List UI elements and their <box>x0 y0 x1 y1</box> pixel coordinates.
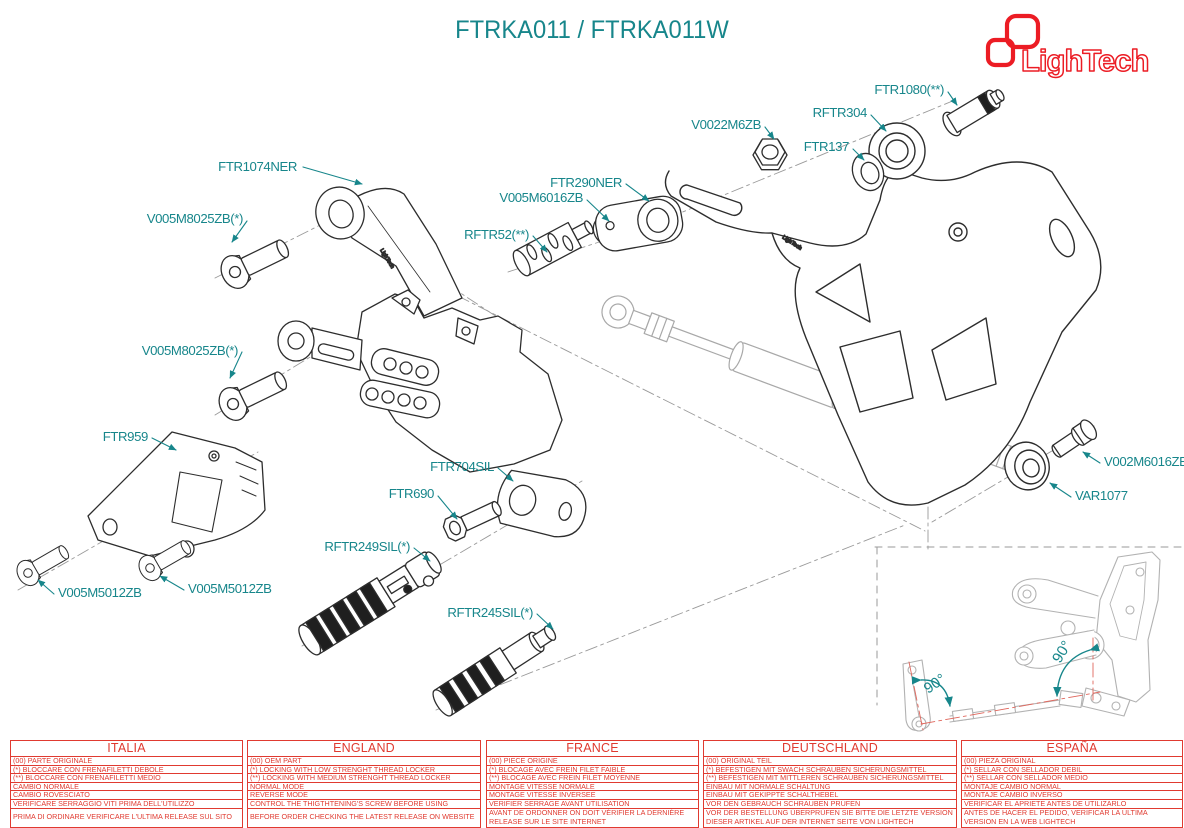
legend-row: REVERSE MODE <box>248 791 480 800</box>
legend-column-england: ENGLAND (00) OEM PART (*) LOCKING WITH L… <box>247 740 481 828</box>
legend-row: NORMAL MODE <box>248 783 480 792</box>
legend-header: DEUTSCHLAND <box>704 741 956 757</box>
legend-row: CAMBIO ROVESCIATO <box>11 791 242 800</box>
screw-v005m8025zb-top <box>215 230 295 294</box>
legend-row: ANTES DE HACER EL PEDIDO, VERIFICAR LA U… <box>964 807 1148 826</box>
legend-row: VERIFIER SERRAGE AVANT UTILISATION <box>487 800 698 809</box>
legend-header: ESPAÑA <box>962 741 1182 757</box>
legend-row: EINBAU MIT GEKIPPTE SCHALTHEBEL <box>704 791 956 800</box>
legend-row: (00) ORIGINAL TEIL <box>704 757 956 766</box>
screw-v005m8025zb-bottom <box>213 362 293 426</box>
part-label-ftr959: FTR959 <box>103 429 148 444</box>
legend-row: (00) PARTE ORIGINALE <box>11 757 242 766</box>
legend-row: CONTROL THE THIGTHTENING'S SCREW BEFORE … <box>248 800 480 809</box>
nut-v0022m6zb <box>752 138 788 171</box>
legend-row: (*) SELLAR CON SELLADOR DEBIL <box>962 766 1182 775</box>
shift-lever-bracket: LighTech <box>664 161 1102 506</box>
legend-column-espana: ESPAÑA (00) PIEZA ORIGINAL (*) SELLAR CO… <box>961 740 1183 828</box>
legend-column-france: FRANCE (00) PIECE ORIGINE (*) BLOCAGE AV… <box>486 740 699 828</box>
screw-v002m6016zb <box>1051 419 1098 458</box>
legend-row: MONTAGE VITESSE INVERSEE <box>487 791 698 800</box>
legend-header: ENGLAND <box>248 741 480 757</box>
part-label-rftr304: RFTR304 <box>813 105 867 120</box>
bracket-ftr1074ner: LighTech <box>315 186 463 317</box>
part-label-ftr290ner: FTR290NER <box>550 175 622 190</box>
legend-row: VOR DER BESTELLUNG ÜBERPRÜFEN SIE BITTE … <box>706 807 953 826</box>
bearing-rftr304 <box>868 122 926 180</box>
footpeg-rftr245sil <box>432 625 557 717</box>
part-label-rftr245sil: RFTR245SIL(*) <box>447 605 533 620</box>
screw-v005m5012zb-left <box>12 538 74 591</box>
legend-row: (**) SELLAR CON SELLADOR MEDIO <box>962 774 1182 783</box>
part-labels: FTR1074NER V005M8025ZB(*) V005M8025ZB(*)… <box>58 82 1184 620</box>
logo-wordmark: LighTech <box>1021 43 1149 78</box>
legend-row: PRIMA DI ORDINARE VERIFICARE L'ULTIMA RE… <box>13 812 232 822</box>
legend-row: (**) BLOCCARE CON FRENAFILETTI MEDIO <box>11 774 242 783</box>
legend-row: (**) BEFESTIGEN MIT MITTLEREN SCHRAUBEN … <box>704 774 956 783</box>
shift-arm-ftr290ner <box>594 195 684 252</box>
legend-row: (**) BLOCAGE AVEC FREIN FILET MOYENNE <box>487 774 698 783</box>
part-label-v005m5012zb-right: V005M5012ZB <box>188 581 272 596</box>
legend-row: AVANT DE ORDONNER ON DOIT VÉRIFIER LA DE… <box>489 807 685 826</box>
legend-row: MONTAGE VITESSE NORMALE <box>487 783 698 792</box>
part-label-ftr1080: FTR1080(**) <box>874 82 944 97</box>
part-label-v005m8025zb-bottom: V005M8025ZB(*) <box>142 343 238 358</box>
part-label-ftr1074ner: FTR1074NER <box>218 159 297 174</box>
legend-row: (*) BLOCCARE CON FRENAFILETTI DEBOLE <box>11 766 242 775</box>
bolt-ftr690 <box>442 500 502 542</box>
legend-row: (00) PIECE ORIGINE <box>487 757 698 766</box>
pin-ftr1080 <box>942 89 1005 137</box>
legend-column-italia: ITALIA (00) PARTE ORIGINALE (*) BLOCCARE… <box>10 740 243 828</box>
part-label-rftr52: RFTR52(**) <box>464 227 529 242</box>
rod-end-var1077 <box>1004 441 1050 491</box>
part-label-v005m5012zb-left: V005M5012ZB <box>58 585 142 600</box>
legend-row: CAMBIO NORMALE <box>11 783 242 792</box>
leader-lines <box>37 91 1101 630</box>
spacer-ftr704sil <box>496 469 587 538</box>
part-label-ftr137: FTR137 <box>804 139 849 154</box>
logo-monogram-icon <box>985 37 1016 68</box>
part-label-v005m8025zb-top: V005M8025ZB(*) <box>147 211 243 226</box>
legend-header: FRANCE <box>487 741 698 757</box>
legend-header: ITALIA <box>11 741 242 757</box>
part-label-v005m6016zb: V005M6016ZB <box>499 190 583 205</box>
legend-row: VERIFICARE SERRAGGIO VITI PRIMA DELL'UTI… <box>11 800 242 809</box>
part-label-v0022m6zb: V0022M6ZB <box>691 117 761 132</box>
part-label-ftr690: FTR690 <box>389 486 434 501</box>
part-label-v002m6016zb: V002M6016ZB(**) <box>1104 454 1184 469</box>
legend-row: (00) PIEZA ORIGINAL <box>962 757 1182 766</box>
page-title: FTRKA011 / FTRKA011W <box>455 16 729 44</box>
legend-row: MONTAJE CAMBIO INVERSO <box>962 791 1182 800</box>
legend-row: VERIFICAR EL APRIETE ANTES DE UTILIZARLO <box>962 800 1182 809</box>
washer-ftr137 <box>851 152 885 192</box>
legend-row: (00) OEM PART <box>248 757 480 766</box>
legend-row: (**) LOCKING WITH MEDIUM STRENGHT THREAD… <box>248 774 480 783</box>
main-rider-plate <box>277 289 563 473</box>
heel-guard-ftr959 <box>87 431 266 558</box>
legend-row: (*) LOCKING WITH LOW STRENGHT THREAD LOC… <box>248 766 480 775</box>
legend-row: MONTAJE CAMBIO NORMAL <box>962 783 1182 792</box>
legend-row: (*) BEFESTIGEN MIT SWACH SCHRAUBEN SICHE… <box>704 766 956 775</box>
legend-column-deutschland: DEUTSCHLAND (00) ORIGINAL TEIL (*) BEFES… <box>703 740 957 828</box>
footpeg-rftr249sil <box>298 551 442 656</box>
legend-row: BEFORE ORDER CHECKING THE LATEST RELEASE… <box>250 812 475 822</box>
shift-peg-rftr52 <box>512 220 594 277</box>
logo-monogram-icon <box>1004 13 1041 50</box>
inset-border <box>874 546 1184 706</box>
lightech-logo: LighTech <box>985 13 1150 79</box>
part-label-ftr704sil: FTR704SIL <box>430 459 494 474</box>
legend-row: (*) BLOCAGE AVEC FREIN FILET FAIBLE <box>487 766 698 775</box>
legend-row: VOR DEN GEBRAUCH SCHRAUBEN PRÜFEN <box>704 800 956 809</box>
legend-row: EINBAU MIT NORMALE SCHALTUNG <box>704 783 956 792</box>
part-label-var1077: VAR1077 <box>1075 488 1128 503</box>
part-label-rftr249sil: RFTR249SIL(*) <box>324 539 410 554</box>
